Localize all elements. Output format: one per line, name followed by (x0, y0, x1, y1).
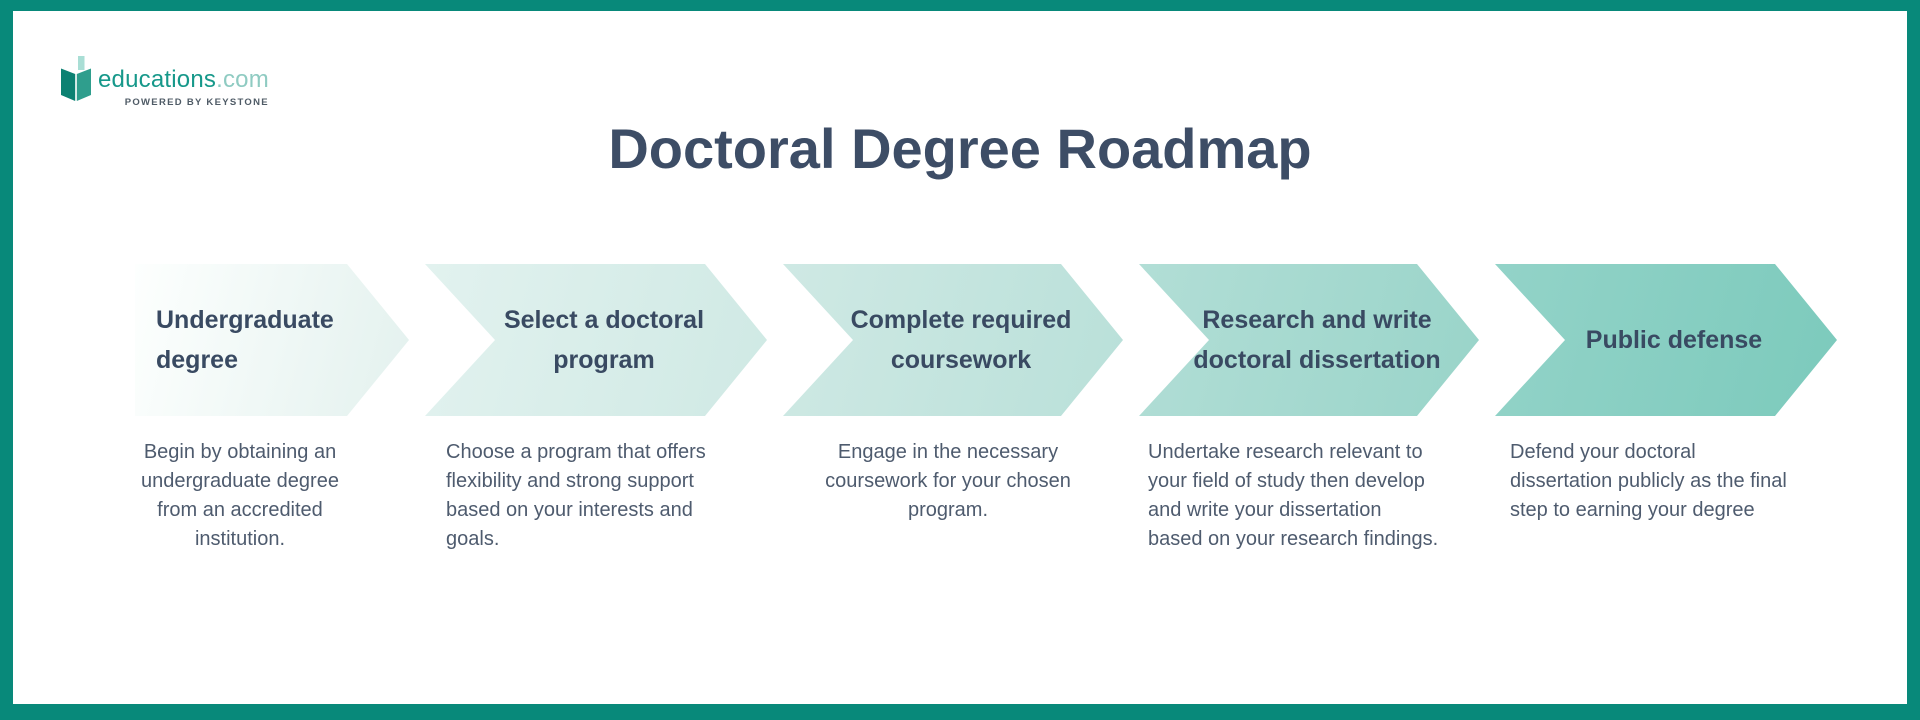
step-2: Select a doctoral program Choose a progr… (425, 264, 767, 554)
step-4-description: Undertake research relevant to your fiel… (1148, 441, 1439, 550)
step-1-label: Undergraduate degree (156, 306, 334, 374)
step-3-arrow: Complete required coursework (783, 264, 1123, 416)
step-3: Complete required coursework Engage in t… (783, 264, 1123, 554)
brand-wordmark: educations.com (98, 56, 269, 92)
step-1: Undergraduate degree Begin by obtaining … (135, 264, 409, 554)
step-2-label: Select a doctoral program (503, 306, 705, 374)
step-4-arrow: Research and write doctoral dissertation (1139, 264, 1479, 416)
logo-text: educations.com POWERED BY KEYSTONE (98, 56, 269, 109)
brand-tld: .com (216, 66, 269, 93)
educations-logo: educations.com POWERED BY KEYSTONE (60, 56, 269, 108)
step-1-arrow: Undergraduate degree (135, 264, 409, 416)
step-5-arrow: Public defense (1495, 264, 1837, 416)
step-5-label: Public defense (1585, 326, 1763, 354)
step-5-description: Defend your doctoral dissertation public… (1510, 441, 1787, 521)
step-1-description: Begin by obtaining an undergraduate degr… (141, 441, 339, 550)
step-5: Public defense Defend your doctoral diss… (1495, 264, 1837, 554)
open-book-icon (61, 56, 91, 101)
step-2-arrow: Select a doctoral program (425, 264, 767, 416)
brand-tagline: POWERED BY KEYSTONE (124, 97, 269, 108)
step-3-description: Engage in the necessary coursework for y… (825, 441, 1071, 521)
page-title: Doctoral Degree Roadmap (608, 117, 1312, 180)
step-4: Research and write doctoral dissertation… (1139, 264, 1479, 554)
step-2-description: Choose a program that offers flexibility… (446, 441, 706, 550)
step-4-label: Research and write doctoral dissertation (1193, 306, 1441, 374)
roadmap-steps: Undergraduate degree Begin by obtaining … (135, 264, 1837, 554)
brand-name: educations (98, 66, 217, 93)
step-3-label: Complete required coursework (850, 306, 1072, 374)
